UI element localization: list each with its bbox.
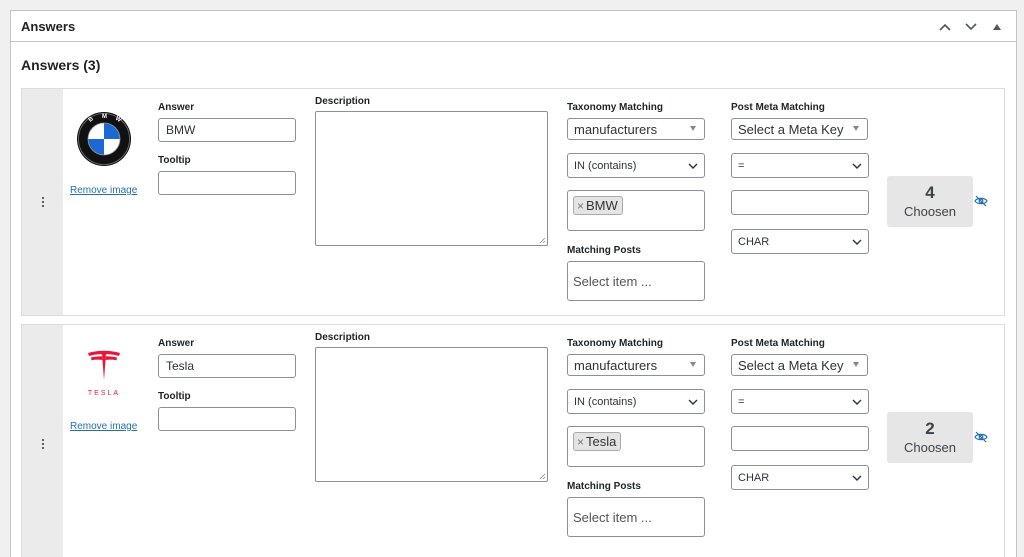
term-tag-label: BMW <box>586 198 618 213</box>
operator-select[interactable]: IN (contains) <box>567 389 705 414</box>
meta-key-select-value: Select a Meta Key <box>738 121 844 137</box>
remove-tag-icon[interactable]: × <box>577 198 585 213</box>
chosen-label: Choosen <box>903 204 957 219</box>
chosen-label: Choosen <box>903 440 957 455</box>
chevron-down-icon <box>688 399 698 405</box>
dropdown-caret-icon <box>853 126 859 131</box>
operator-select[interactable]: IN (contains) <box>567 153 705 178</box>
dropdown-caret-icon <box>690 362 696 367</box>
meta-type-select-value: CHAR <box>738 471 770 484</box>
dropdown-caret-icon <box>853 362 859 367</box>
chevron-down-icon <box>688 163 698 169</box>
meta-type-select[interactable]: CHAR <box>731 465 869 490</box>
metabox-header: Answers <box>11 11 1016 42</box>
chevron-down-icon[interactable] <box>962 19 980 35</box>
chosen-count: 2 <box>925 419 935 438</box>
meta-key-select[interactable]: Select a Meta Key <box>731 118 868 140</box>
meta-value-input[interactable] <box>731 426 869 451</box>
chosen-count-badge: 4 Choosen <box>887 176 973 227</box>
chevron-down-icon <box>852 239 862 245</box>
compare-select[interactable]: = <box>731 153 869 178</box>
answers-heading: Answers (3) <box>21 57 101 73</box>
chosen-count-badge: 2 Choosen <box>887 412 973 463</box>
chevron-up-icon[interactable] <box>936 19 954 35</box>
meta-type-select-value: CHAR <box>738 235 770 248</box>
description-textarea[interactable] <box>315 347 548 482</box>
operator-select-value: IN (contains) <box>574 159 637 172</box>
matching-posts-select[interactable]: Select item ... <box>567 497 705 537</box>
meta-value-input[interactable] <box>731 190 869 215</box>
meta-key-select-value: Select a Meta Key <box>738 357 844 373</box>
remove-image-link[interactable]: Remove image <box>70 185 138 196</box>
tooltip-input[interactable] <box>158 171 296 195</box>
description-textarea[interactable] <box>315 111 548 246</box>
svg-text:W: W <box>114 116 122 124</box>
chevron-down-icon <box>852 475 862 481</box>
resize-handle-icon[interactable] <box>539 237 546 244</box>
answer-row: TESLA Remove image Answer Tesla Tooltip … <box>21 324 1005 557</box>
drag-handle[interactable] <box>22 89 63 315</box>
tesla-logo: TESLA <box>76 350 132 400</box>
taxonomy-terms-box[interactable]: × Tesla <box>567 426 705 467</box>
tesla-wordmark: TESLA <box>87 390 121 397</box>
tooltip-label: Tooltip <box>158 391 191 402</box>
tooltip-label: Tooltip <box>158 155 191 166</box>
compare-select-value: = <box>738 395 745 408</box>
post-meta-matching-label: Post Meta Matching <box>731 338 825 349</box>
tesla-t-icon <box>88 350 120 380</box>
compare-select[interactable]: = <box>731 389 869 414</box>
remove-tag-icon[interactable]: × <box>577 434 585 449</box>
matching-posts-label: Matching Posts <box>567 481 641 492</box>
answer-input[interactable]: BMW <box>158 118 296 142</box>
meta-key-select[interactable]: Select a Meta Key <box>731 354 868 376</box>
answer-label: Answer <box>158 102 195 113</box>
matching-posts-select[interactable]: Select item ... <box>567 261 705 301</box>
matching-posts-label: Matching Posts <box>567 245 641 256</box>
metabox-title: Answers <box>21 18 76 34</box>
description-label: Description <box>315 332 371 343</box>
drag-handle-icon <box>41 439 44 449</box>
compare-select-value: = <box>738 159 745 172</box>
drag-handle-icon <box>41 197 44 207</box>
post-meta-matching-label: Post Meta Matching <box>731 102 825 113</box>
term-tag: × Tesla <box>573 432 622 451</box>
taxonomy-matching-label: Taxonomy Matching <box>567 338 663 349</box>
answer-label: Answer <box>158 338 195 349</box>
triangle-up-icon[interactable] <box>988 19 1006 35</box>
drag-handle[interactable] <box>22 325 63 557</box>
svg-text:M: M <box>102 114 107 120</box>
operator-select-value: IN (contains) <box>574 395 637 408</box>
taxonomy-select[interactable]: manufacturers <box>567 354 705 376</box>
remove-image-link[interactable]: Remove image <box>70 421 138 432</box>
taxonomy-select[interactable]: manufacturers <box>567 118 705 140</box>
answer-input[interactable]: Tesla <box>158 354 296 378</box>
taxonomy-terms-box[interactable]: × BMW <box>567 190 705 231</box>
term-tag: × BMW <box>573 196 623 215</box>
meta-type-select[interactable]: CHAR <box>731 229 869 254</box>
chevron-down-icon <box>852 399 862 405</box>
resize-handle-icon[interactable] <box>539 473 546 480</box>
hidden-eye-icon[interactable] <box>974 431 988 443</box>
dropdown-caret-icon <box>690 126 696 131</box>
metabox-controls <box>936 19 1006 35</box>
hidden-eye-icon[interactable] <box>974 195 988 207</box>
answers-metabox: Answers Answers (3) B M W Remove image <box>10 10 1017 557</box>
svg-text:B: B <box>88 116 96 124</box>
description-label: Description <box>315 96 371 107</box>
chosen-count: 4 <box>925 183 935 202</box>
taxonomy-select-value: manufacturers <box>574 357 658 373</box>
taxonomy-matching-label: Taxonomy Matching <box>567 102 663 113</box>
tooltip-input[interactable] <box>158 407 296 431</box>
bmw-logo: B M W <box>77 112 131 166</box>
taxonomy-select-value: manufacturers <box>574 121 658 137</box>
term-tag-label: Tesla <box>586 434 617 449</box>
answer-row: B M W Remove image Answer BMW Tooltip De… <box>21 88 1005 316</box>
chevron-down-icon <box>852 163 862 169</box>
